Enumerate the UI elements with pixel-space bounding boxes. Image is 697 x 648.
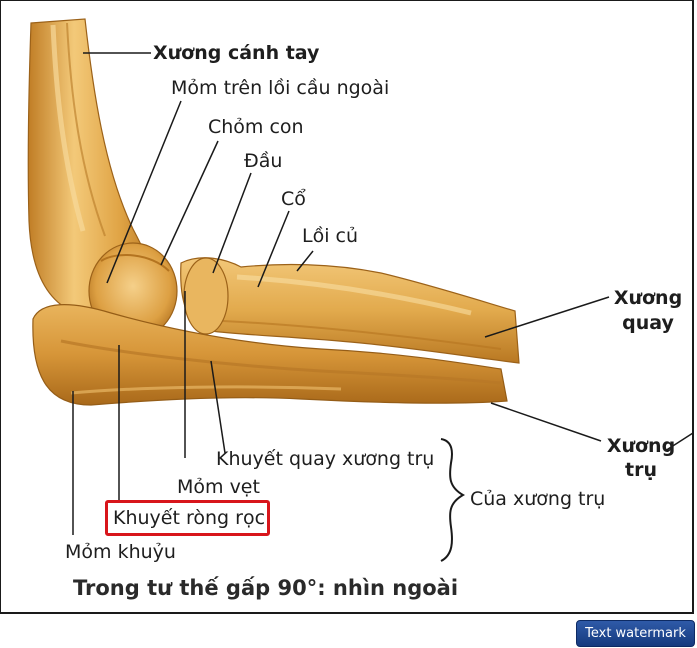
label-ulna-line2: trụ bbox=[625, 459, 657, 481]
label-lateral-epicondyle: Mỏm trên lồi cầu ngoài bbox=[171, 77, 390, 99]
label-ulna-line1: Xương bbox=[606, 435, 676, 457]
elbow-bones-illustration bbox=[27, 18, 692, 562]
highlight-box bbox=[105, 500, 270, 536]
brace bbox=[440, 438, 466, 562]
radial-head bbox=[183, 257, 229, 335]
ulna-bone bbox=[32, 304, 508, 406]
diagram-frame: Xương cánh tay Mỏm trên lồi cầu ngoài Ch… bbox=[0, 0, 694, 614]
label-of-ulna: Của xương trụ bbox=[470, 488, 606, 510]
text-watermark-button[interactable]: Text watermark bbox=[576, 620, 695, 647]
label-trochlear-notch: Khuyết ròng rọc bbox=[113, 507, 266, 529]
label-radius-line1: Xương bbox=[613, 287, 683, 309]
radius-bone bbox=[180, 257, 520, 364]
leader-lines bbox=[72, 52, 692, 535]
label-coronoid-process: Mỏm vẹt bbox=[177, 476, 260, 498]
figure-caption: Trong tư thế gấp 90°: nhìn ngoài bbox=[73, 576, 459, 600]
label-head: Đầu bbox=[244, 150, 283, 172]
label-radial-notch: Khuyết quay xương trụ bbox=[216, 448, 435, 470]
label-radius-line2: quay bbox=[622, 312, 674, 334]
label-tuberosity: Lồi củ bbox=[302, 225, 359, 247]
label-neck: Cổ bbox=[281, 188, 306, 210]
label-humerus: Xương cánh tay bbox=[153, 42, 320, 64]
label-capitulum: Chỏm con bbox=[208, 116, 304, 138]
label-olecranon: Mỏm khuỷu bbox=[65, 541, 176, 563]
